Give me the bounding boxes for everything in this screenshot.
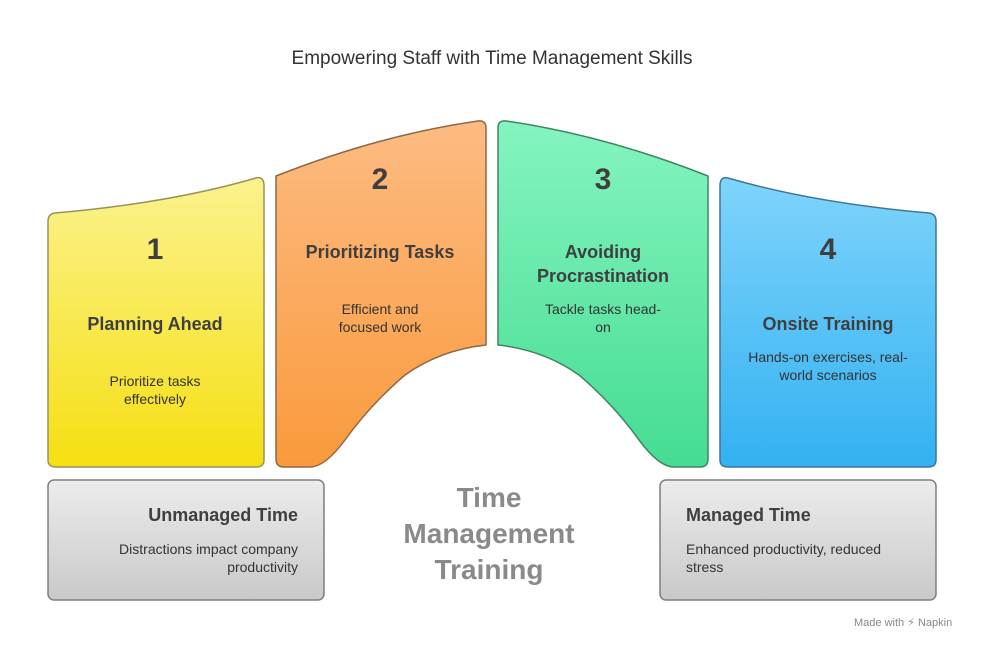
step-2-heading: Prioritizing Tasks: [305, 242, 455, 262]
step-2-shape: [275, 120, 487, 468]
unmanaged-time-box: [47, 479, 325, 601]
diagram-title: Empowering Staff with Time Management Sk…: [291, 48, 693, 69]
step-4-description: Hands-on exercises, real-world scenarios: [748, 349, 908, 383]
step-1-heading: Planning Ahead: [87, 314, 223, 334]
step-4-heading: Onsite Training: [762, 314, 894, 334]
step-3-description: Tackle tasks head-on: [545, 301, 661, 335]
step-4-number: 4: [819, 233, 837, 266]
napkin-watermark: Made with ⚡ Napkin: [854, 617, 953, 629]
step-2-number: 2: [371, 163, 389, 196]
unmanaged-time-description: Distractions impact company productivity: [119, 541, 298, 575]
managed-time-heading: Managed Time: [686, 505, 811, 525]
step-4-shape: [719, 176, 937, 468]
step-1-shape: [47, 176, 265, 468]
unmanaged-time-heading: Unmanaged Time: [148, 505, 298, 525]
step-1-number: 1: [146, 233, 164, 266]
managed-time-description: Enhanced productivity, reduced stress: [686, 541, 882, 575]
step-3-shape: [497, 120, 709, 468]
center-label: Time Management Training: [403, 482, 575, 585]
step-1-description: Prioritize tasks effectively: [109, 373, 201, 407]
step-3-number: 3: [594, 163, 612, 196]
managed-time-box: [659, 479, 937, 601]
step-3-heading: Avoiding Procrastination: [536, 242, 670, 286]
step-2-description: Efficient and focused work: [338, 301, 422, 335]
